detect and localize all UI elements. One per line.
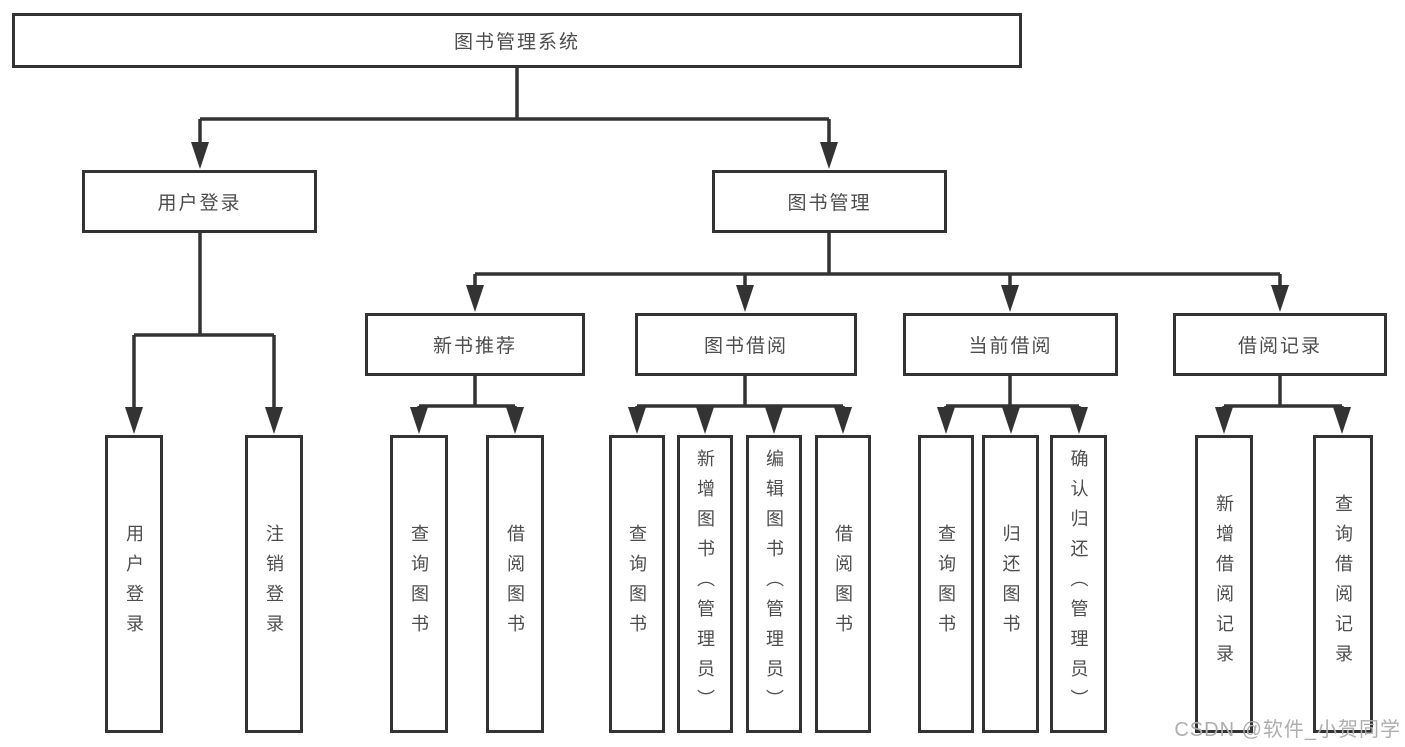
node-current-borrowing: 当前借阅 <box>903 313 1118 376</box>
leaf-query-books-1-label: 查询图书 <box>409 524 429 644</box>
node-user-login-label: 用户登录 <box>157 193 242 214</box>
leaf-edit-book-admin-label: 编辑图书（管理员） <box>764 449 784 719</box>
leaf-query-books-2-label: 查询图书 <box>627 524 647 644</box>
arrowhead-icon <box>410 407 428 434</box>
leaf-borrow-books-2-label: 借阅图书 <box>833 524 853 644</box>
leaf-confirm-return-admin-label: 确认归还（管理员） <box>1068 449 1089 719</box>
leaf-query-books-3: 查询图书 <box>918 435 974 733</box>
leaf-borrow-books-1-label: 借阅图书 <box>505 524 525 644</box>
arrowhead-icon <box>765 407 783 434</box>
arrowhead-icon <box>736 285 754 312</box>
leaf-add-book-admin-label: 新增图书（管理员） <box>695 449 715 719</box>
leaf-query-borrow-record-label: 查询借阅记录 <box>1333 494 1353 674</box>
node-book-management: 图书管理 <box>712 170 947 233</box>
leaf-add-book-admin: 新增图书（管理员） <box>677 435 733 733</box>
leaf-query-books-2: 查询图书 <box>609 435 665 733</box>
csdn-watermark: CSDN @软件_小贺同学 <box>1174 719 1401 741</box>
arrowhead-icon <box>191 142 209 169</box>
node-user-login: 用户登录 <box>82 170 317 233</box>
node-new-book-recommend: 新书推荐 <box>365 313 585 376</box>
arrowhead-icon <box>937 407 955 434</box>
node-book-borrowing-label: 图书借阅 <box>703 336 788 357</box>
arrowhead-icon <box>696 407 714 434</box>
leaf-return-book-label: 归还图书 <box>1000 524 1021 644</box>
arrowhead-icon <box>628 407 646 434</box>
arrowhead-icon <box>820 142 838 169</box>
leaf-query-books-3-label: 查询图书 <box>936 524 956 644</box>
leaf-query-books-1: 查询图书 <box>390 435 448 733</box>
node-borrowing-records-label: 借阅记录 <box>1237 336 1322 357</box>
leaf-return-book: 归还图书 <box>982 435 1039 733</box>
leaf-add-borrow-record-label: 新增借阅记录 <box>1214 494 1234 674</box>
arrowhead-icon <box>834 407 852 434</box>
node-library-management-system: 图书管理系统 <box>12 13 1022 68</box>
node-library-management-system-label: 图书管理系统 <box>453 32 580 53</box>
arrowhead-icon <box>1271 285 1289 312</box>
arrowhead-icon <box>466 285 484 312</box>
arrowhead-icon <box>125 407 143 434</box>
arrowhead-icon <box>1215 407 1233 434</box>
leaf-query-borrow-record: 查询借阅记录 <box>1313 435 1373 733</box>
arrowhead-icon <box>506 407 524 434</box>
leaf-borrow-books-2: 借阅图书 <box>815 435 871 733</box>
node-current-borrowing-label: 当前借阅 <box>968 336 1053 357</box>
leaf-user-login-label: 用户登录 <box>124 524 144 644</box>
leaf-logout: 注销登录 <box>245 435 303 733</box>
arrowhead-icon <box>265 407 283 434</box>
leaf-borrow-books-1: 借阅图书 <box>486 435 544 733</box>
arrowhead-icon <box>1070 407 1088 434</box>
arrowhead-icon <box>1333 407 1351 434</box>
node-book-borrowing: 图书借阅 <box>635 313 857 376</box>
arrowhead-icon <box>1001 285 1019 312</box>
leaf-edit-book-admin: 编辑图书（管理员） <box>746 435 802 733</box>
node-borrowing-records: 借阅记录 <box>1173 313 1387 376</box>
node-book-management-label: 图书管理 <box>787 193 872 214</box>
leaf-add-borrow-record: 新增借阅记录 <box>1195 435 1253 733</box>
leaf-confirm-return-admin: 确认归还（管理员） <box>1050 435 1107 733</box>
arrowheads-group <box>125 142 1351 434</box>
node-new-book-recommend-label: 新书推荐 <box>432 336 517 357</box>
leaf-logout-label: 注销登录 <box>264 524 284 644</box>
arrowhead-icon <box>1002 407 1020 434</box>
leaf-user-login: 用户登录 <box>105 435 163 733</box>
